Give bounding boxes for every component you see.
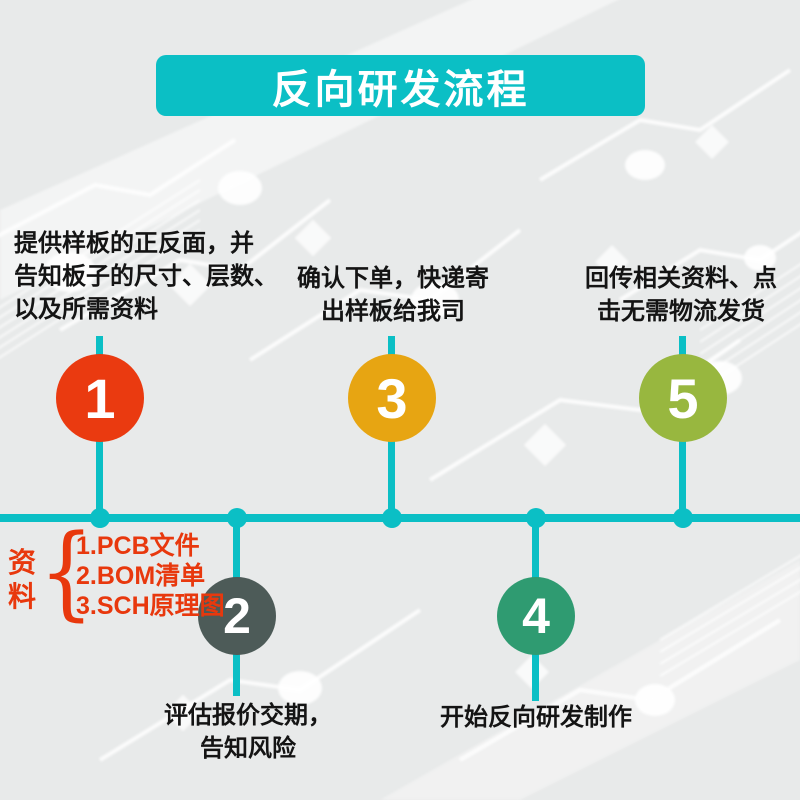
materials-list: 1.PCB文件 2.BOM清单 3.SCH原理图 — [76, 531, 225, 621]
step-2-line-2: 告知风险 — [200, 735, 296, 762]
materials-label: 资 料 — [6, 546, 38, 614]
header-banner: 反向研发流程 — [156, 55, 645, 116]
step-4-description: 开始反向研发制作 — [416, 701, 656, 734]
step-2-number: 2 — [223, 588, 251, 644]
materials-label-char-2: 料 — [7, 581, 36, 612]
step-1-line-3: 以及所需资料 — [14, 296, 158, 323]
step-5-description: 回传相关资料、点 击无需物流发货 — [550, 262, 800, 328]
step-1-circle: 1 — [56, 354, 144, 442]
timeline-node-4 — [526, 508, 546, 528]
step-1-description: 提供样板的正反面，并 告知板子的尺寸、层数、 以及所需资料 — [14, 227, 304, 326]
step-2-circle: 2 — [198, 577, 276, 655]
step-3-description: 确认下单，快递寄 出样板给我司 — [262, 262, 524, 328]
timeline-node-5 — [673, 508, 693, 528]
brace-icon: { — [38, 513, 95, 632]
step-1-number: 1 — [84, 366, 116, 430]
step-1-line-2: 告知板子的尺寸、层数、 — [14, 263, 278, 290]
step-3-line-2: 出样板给我司 — [321, 298, 465, 325]
step-5-circle: 5 — [639, 354, 727, 442]
step-4-number: 4 — [522, 588, 550, 644]
step-1-line-1: 提供样板的正反面，并 — [14, 230, 254, 257]
timeline-node-3 — [382, 508, 402, 528]
step-2-description: 评估报价交期， 告知风险 — [148, 699, 348, 765]
step-5-line-1: 回传相关资料、点 — [585, 265, 777, 292]
materials-item-1: 1.PCB文件 — [76, 532, 200, 560]
step-5-number: 5 — [667, 366, 699, 430]
timeline-node-1 — [90, 508, 110, 528]
materials-item-2: 2.BOM清单 — [76, 562, 206, 590]
materials-item-3: 3.SCH原理图 — [76, 592, 225, 620]
step-5-line-2: 击无需物流发货 — [597, 298, 765, 325]
step-3-circle: 3 — [348, 354, 436, 442]
step-3-line-1: 确认下单，快递寄 — [297, 265, 489, 292]
step-4-circle: 4 — [497, 577, 575, 655]
step-4-line-1: 开始反向研发制作 — [440, 704, 632, 731]
step-2-line-1: 评估报价交期， — [164, 702, 332, 729]
timeline-node-2 — [227, 508, 247, 528]
materials-label-char-1: 资 — [7, 547, 36, 578]
page-title: 反向研发流程 — [271, 67, 530, 112]
step-3-number: 3 — [376, 366, 408, 430]
